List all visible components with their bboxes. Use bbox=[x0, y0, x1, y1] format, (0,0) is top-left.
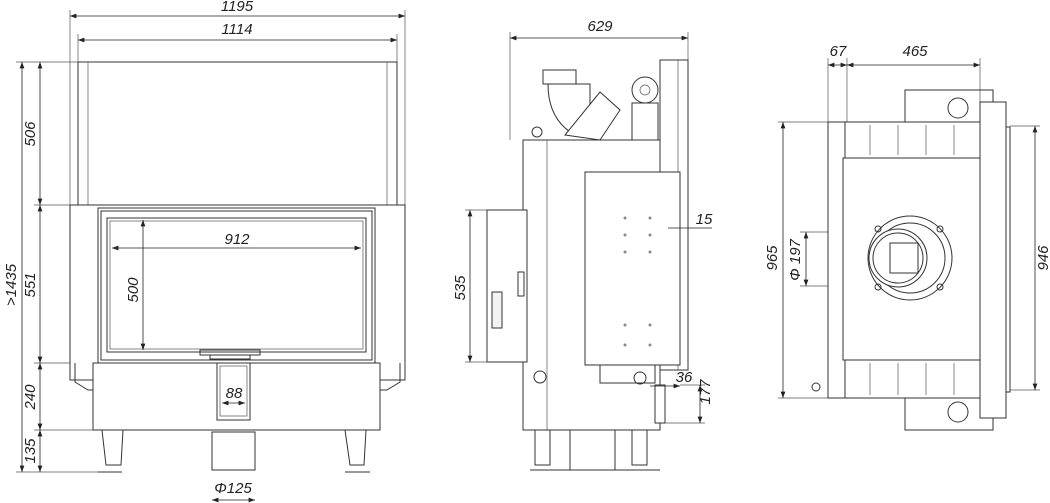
dim-panel-offset: 15 bbox=[696, 211, 713, 228]
dim-top-height: 506 bbox=[22, 121, 39, 147]
dim-flue-plate-width: 88 bbox=[226, 385, 243, 402]
dim-glass-height: 500 bbox=[125, 277, 142, 303]
dim-door-height: 551 bbox=[22, 272, 39, 297]
dim-base-height: 240 bbox=[22, 384, 39, 411]
dim-leg-height: 135 bbox=[22, 438, 39, 464]
dim-air-inlet-diameter: Φ125 bbox=[214, 480, 252, 497]
dim-total-height: >1435 bbox=[3, 263, 20, 306]
dim-body-depth: 465 bbox=[902, 43, 928, 60]
dim-flue-diameter: Φ 197 bbox=[787, 238, 804, 280]
dim-depth: 629 bbox=[587, 18, 613, 35]
dim-bottom-height: 177 bbox=[697, 379, 714, 405]
top-view: 67 465 965 Φ 197 946 bbox=[764, 43, 1050, 431]
dim-bottom-offset: 36 bbox=[676, 369, 693, 386]
side-view: 629 535 15 36 177 bbox=[452, 18, 714, 471]
front-view: 1195 1114 506 >1435 551 240 135 912 500 … bbox=[3, 0, 406, 503]
dim-rear-width: 946 bbox=[1035, 245, 1050, 271]
dim-handle-height: 535 bbox=[452, 275, 469, 301]
dim-frame-width: 1114 bbox=[221, 21, 252, 38]
dim-glass-width: 912 bbox=[224, 231, 250, 248]
dim-front-offset: 67 bbox=[830, 43, 847, 60]
dim-overall-width-top: 965 bbox=[764, 245, 781, 271]
dim-overall-width: 1195 bbox=[221, 0, 254, 15]
